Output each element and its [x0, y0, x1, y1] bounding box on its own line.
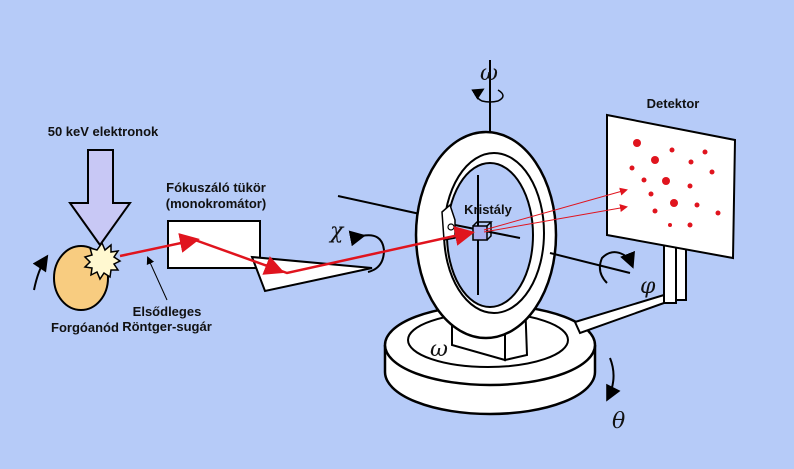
crystal [472, 225, 488, 241]
phi-axis [549, 252, 631, 274]
spot [641, 177, 647, 183]
spot [687, 183, 693, 189]
phi-label: φ [640, 274, 656, 299]
spot [662, 177, 670, 185]
electron-label: 50 keV elektronok [48, 124, 159, 139]
anode-label: Forgóanód [51, 320, 119, 335]
primary-beam-label-2: Röntger-sugár [122, 319, 212, 334]
spot [688, 159, 694, 165]
chi-rotation-arrow [348, 230, 386, 273]
crystal-label: Kristály [464, 202, 512, 217]
mirror-label-2: (monokromátor) [166, 196, 266, 211]
primary-xray-beam [119, 231, 469, 275]
crystal-edges [472, 221, 493, 241]
electron-beam-arrow [68, 149, 132, 247]
mirror-label-1: Fókuszáló tükör [166, 180, 266, 195]
diffracted-beam [483, 204, 628, 233]
spot [687, 222, 693, 228]
monochromator-wedge [250, 255, 373, 293]
theta-label: θ [612, 409, 625, 434]
detector-panel [606, 113, 737, 260]
omega-rotation-arrow [471, 88, 504, 103]
spot [702, 149, 708, 155]
beam-arrowhead [178, 233, 200, 253]
anode-rotation-arrow [32, 254, 49, 291]
chi-axis [337, 195, 421, 215]
theta-rotation-arrow [606, 357, 621, 402]
electron-impact-burst [83, 241, 122, 281]
omega-base-label: ω [430, 337, 448, 362]
focusing-mirror [167, 220, 261, 269]
spot [629, 165, 635, 171]
spot [652, 208, 658, 214]
chi-label: χ [328, 219, 345, 244]
spot [709, 169, 715, 175]
primary-beam-pointer [146, 256, 168, 301]
detector-label: Detektor [647, 96, 700, 111]
spot [648, 191, 654, 197]
spot [670, 199, 678, 207]
diffracted-beam [483, 187, 628, 231]
spot [669, 147, 675, 153]
omega-top-label: ω [480, 61, 498, 86]
spot [694, 202, 700, 208]
spot [633, 139, 641, 147]
primary-beam-label-1: Elsődleges [133, 304, 202, 319]
phi-rotation-arrow [598, 250, 635, 284]
detector-arm [573, 293, 665, 335]
spot [715, 210, 721, 216]
spot [668, 223, 672, 227]
beam-arrowhead [453, 226, 475, 246]
spot [651, 156, 659, 164]
beam-arrowhead [262, 256, 285, 275]
diffraction-spots [629, 139, 721, 228]
